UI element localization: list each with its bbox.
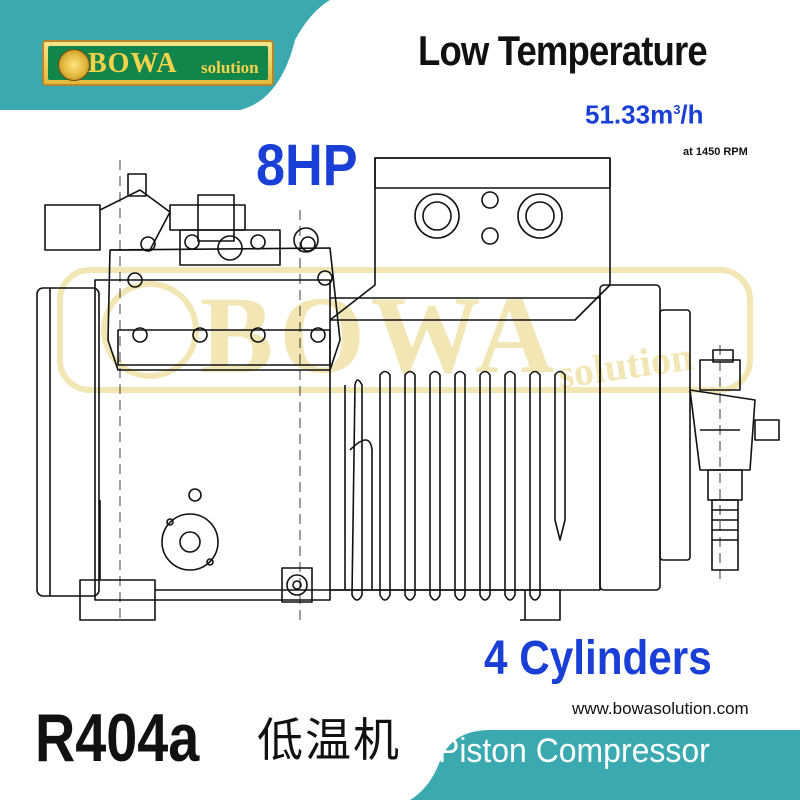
horsepower-label: 8HP [256,133,358,198]
brand-logo[interactable]: BOWA solution [42,40,274,86]
logo-brand-text: BOWA [88,48,178,79]
displacement-value: 51.33m3/h [585,95,704,130]
website-link[interactable]: www.bowasolution.com [572,699,749,718]
product-type-label: Piston Compressor [438,732,710,770]
watermark-text: BOWA [200,274,560,396]
temperature-title: Low Temperature [418,27,708,74]
logo-suffix-text: solution [201,58,259,77]
flow-unit: /h [680,99,704,130]
rpm-note: at 1450 RPM [683,146,748,158]
bottom-right-banner [410,716,800,800]
flow-number: 51.33m [585,99,674,130]
flow-superscript: 3 [673,102,681,117]
refrigerant-label: R404a [35,700,200,776]
chinese-label: 低温机 [257,714,401,766]
globe-emblem-icon [58,49,90,81]
cylinders-label: 4 Cylinders [484,632,712,685]
compressor-drawing: BOWA solution [36,157,780,621]
